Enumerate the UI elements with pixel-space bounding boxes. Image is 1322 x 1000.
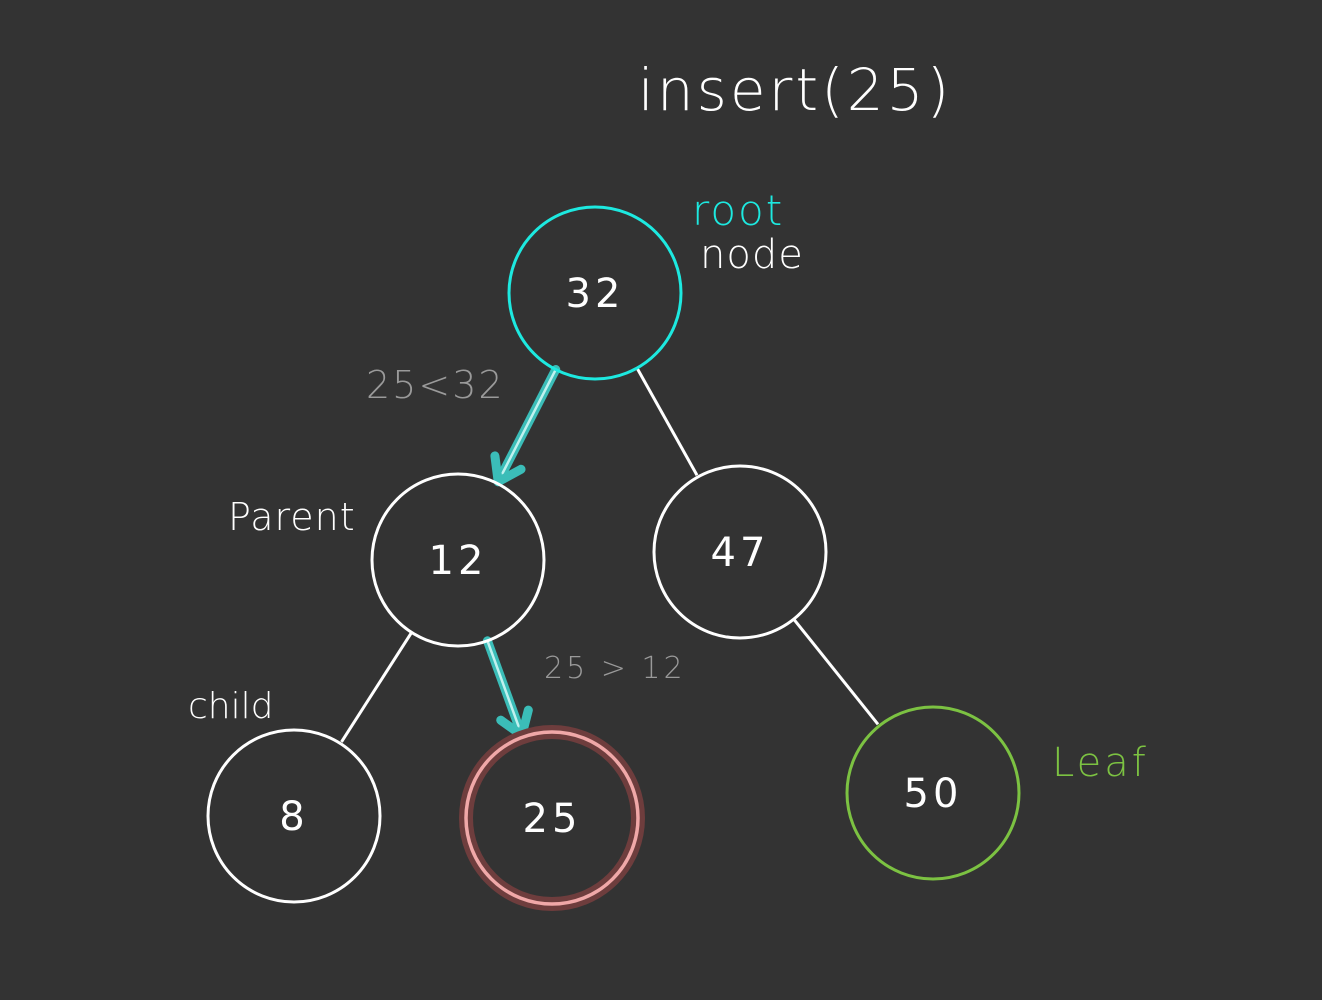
child-label: child bbox=[188, 686, 273, 727]
edge-32-12-arrowhead bbox=[490, 451, 526, 487]
edge-32-47 bbox=[635, 367, 699, 476]
edge-32-12 bbox=[490, 365, 561, 487]
comparison-label-1: 25<32 bbox=[366, 363, 505, 407]
edge-12-25 bbox=[482, 636, 533, 740]
node-value: 50 bbox=[904, 771, 963, 817]
parent-label: Parent bbox=[228, 495, 356, 539]
node-value: 12 bbox=[429, 538, 488, 584]
node-12: 12 bbox=[370, 472, 546, 648]
node-47: 47 bbox=[652, 464, 828, 640]
diagram-title: insert(25) bbox=[638, 56, 952, 124]
edge-47-50 bbox=[792, 618, 880, 726]
node-value: 25 bbox=[523, 796, 582, 842]
node-label: node bbox=[700, 232, 804, 278]
root-label: root bbox=[692, 186, 784, 235]
node-25: 25 bbox=[459, 725, 645, 911]
node-value: 47 bbox=[711, 530, 770, 576]
nodes-layer: 32 12 47 8 25 50 bbox=[206, 205, 1021, 911]
leaf-label: Leaf bbox=[1052, 740, 1149, 786]
node-50: 50 bbox=[845, 705, 1021, 881]
edge-12-8 bbox=[340, 631, 413, 743]
node-8: 8 bbox=[206, 728, 382, 904]
node-value: 32 bbox=[566, 271, 625, 317]
comparison-label-2: 25 > 12 bbox=[544, 651, 686, 686]
node-value: 8 bbox=[279, 794, 308, 840]
node-32: 32 bbox=[507, 205, 683, 381]
edges-layer bbox=[340, 365, 880, 743]
